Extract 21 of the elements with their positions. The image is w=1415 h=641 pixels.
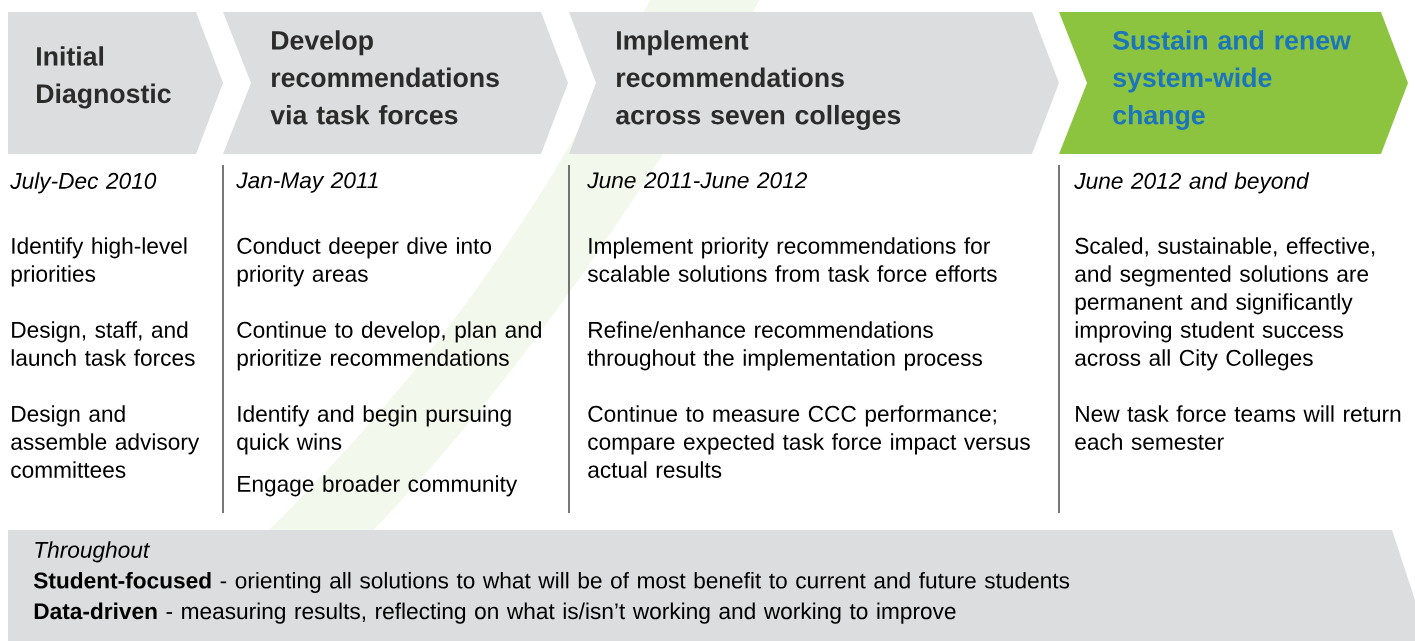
item-text: Continue to develop, plan and prioritize recommendations xyxy=(237,321,541,371)
phase-banner: Sustain and renew system-wide change xyxy=(1059,12,1408,154)
item-text: Design, staff, and launch task forces xyxy=(11,321,195,366)
phase-banner: Develop recommendations via task forces xyxy=(223,12,568,154)
phase-banner: Implement recommendations across seven colleges xyxy=(569,12,1059,154)
item-text: Identify and begin pursuing quick wins xyxy=(237,405,511,455)
date-text: Jan-May 2011 xyxy=(236,172,378,193)
band: Throughout Student-focused - orienting all solutions to what will be of most benefit to current and future students Data-driven - measuring results, reflecting on what is/isn’t working and working to improve xyxy=(8,530,1415,641)
item-text: Continue to measure CCC performance; compare expected task force impact versus actual results xyxy=(588,405,1030,478)
item-text: Design and assemble advisory committees xyxy=(11,405,200,478)
date-text: June 2012 and beyond xyxy=(1074,172,1310,194)
item-text: Refine/enhance recommendations throughout the implementation process xyxy=(587,321,982,371)
date-text: July-Dec 2010 xyxy=(10,172,157,194)
item-text: Implement priority recommendations for scalable solutions from task force efforts xyxy=(587,237,997,282)
item-text: Identify high-level priorities xyxy=(11,237,187,287)
item-text: New task force teams will return each semester xyxy=(1075,405,1401,450)
item-text: Engage broader community xyxy=(238,475,518,497)
phase-banner: Initial Diagnostic xyxy=(8,12,223,154)
item-text: Scaled, sustainable, effective, and segmented solutions are permanent and significantly improving student success across all City Colleges xyxy=(1075,237,1375,371)
date-text: June 2011-June 2012 xyxy=(587,172,807,189)
item-text: Conduct deeper dive into priority areas xyxy=(237,237,492,287)
